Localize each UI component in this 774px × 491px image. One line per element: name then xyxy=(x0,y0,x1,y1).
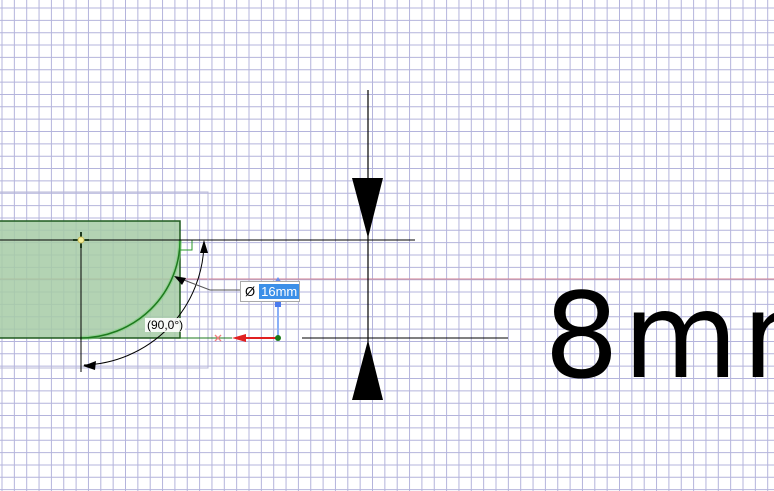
angle-label[interactable]: (90,0°) xyxy=(145,318,186,332)
z-axis-handle xyxy=(275,301,281,307)
arrow-head xyxy=(174,276,186,285)
arrow-head xyxy=(200,240,208,253)
origin-point[interactable] xyxy=(275,335,281,341)
diameter-leader xyxy=(175,276,240,291)
dimension-arrow-up xyxy=(352,340,383,400)
dimension-arrow-down xyxy=(352,178,383,238)
diameter-value[interactable]: 16mm xyxy=(259,284,300,299)
arrow-head xyxy=(83,361,96,370)
bounding-box xyxy=(0,191,209,369)
diameter-symbol: Ø xyxy=(245,284,256,299)
dimension-text[interactable]: 8mm xyxy=(544,267,774,405)
x-icon xyxy=(214,334,222,342)
arc-edge-line[interactable] xyxy=(79,239,181,339)
diameter-input[interactable]: Ø 16mm xyxy=(240,281,301,302)
center-point[interactable] xyxy=(73,232,89,248)
x-axis-arrowhead xyxy=(232,334,246,342)
